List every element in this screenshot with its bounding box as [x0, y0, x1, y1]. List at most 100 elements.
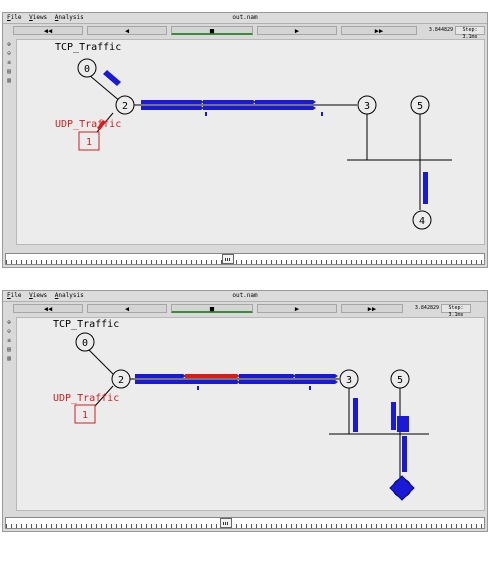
tcp-packet — [255, 100, 316, 104]
tcp-packet — [423, 172, 428, 204]
tcp-packet — [295, 374, 338, 378]
tcp-packet — [103, 70, 121, 86]
layout-icon[interactable]: ≡ — [7, 59, 11, 66]
zoom-sidebar: ⊕ ⊖ ≡ ▤ ▥ — [5, 319, 13, 364]
tcp-packet — [239, 380, 338, 384]
link-0-2 — [88, 74, 122, 103]
udp-agent-label: UDP_Traffic — [55, 119, 121, 130]
tcp-packet — [141, 106, 204, 110]
node-5[interactable] — [390, 369, 410, 389]
window-title: out.nam — [232, 14, 258, 21]
step-slider[interactable]: Step: 3.1ms — [441, 304, 471, 318]
layout-icon[interactable]: ≡ — [7, 337, 11, 344]
topology-svg: 0 2 1 3 5 4 TCP_Traffic UDP_Traffic — [53, 319, 429, 501]
zoom-in-icon[interactable]: ⊕ — [7, 41, 11, 48]
play-button[interactable]: ▶ — [257, 304, 337, 313]
node-2[interactable] — [115, 95, 135, 115]
sim-time-readout: 3.844829 — [428, 27, 453, 33]
network-canvas[interactable]: 0 2 1 3 5 4 TCP_Traffic UDP_Traffic — [16, 317, 485, 511]
step-slider[interactable]: Step: 3.1ms — [455, 26, 485, 40]
menu-analysis[interactable]: Analysis — [54, 292, 84, 299]
node-1[interactable] — [74, 404, 96, 424]
options-icon[interactable]: ▥ — [7, 77, 11, 84]
zoom-out-icon[interactable]: ⊖ — [7, 50, 11, 57]
tcp-packet — [135, 374, 186, 378]
tcp-packet — [402, 436, 407, 472]
fast-forward-button[interactable]: ▶▶ — [341, 304, 403, 313]
node-4-label: 4 — [399, 484, 405, 495]
node-4-packet-burst — [389, 475, 415, 501]
menu-analysis[interactable]: Analysis — [54, 14, 84, 21]
window-title: out.nam — [232, 292, 258, 299]
node-5-label: 5 — [417, 101, 423, 112]
tcp-packet — [353, 398, 358, 432]
link-1-2 — [94, 385, 114, 407]
node-1-label: 1 — [82, 410, 88, 421]
ack-packet — [309, 386, 311, 390]
udp-packet — [185, 374, 240, 378]
node-5[interactable] — [410, 95, 430, 115]
tcp-packet — [391, 402, 396, 430]
udp-packet — [97, 120, 106, 130]
node-5-label: 5 — [397, 375, 403, 386]
node-0[interactable] — [77, 58, 97, 78]
menu-file[interactable]: File — [7, 14, 22, 21]
node-1[interactable] — [78, 131, 100, 151]
menu-views[interactable]: Views — [29, 14, 48, 21]
node-2-label: 2 — [118, 375, 124, 386]
menu-views[interactable]: Views — [29, 292, 48, 299]
node-4-label: 4 — [419, 216, 425, 227]
playback-toolbar: ◀◀ ◀ ■ ▶ ▶▶ 3.844829 Step: 3.1ms — [3, 24, 487, 40]
step-back-button[interactable]: ◀ — [87, 26, 167, 35]
playback-toolbar: ◀◀ ◀ ■ ▶ ▶▶ 3.842829 Step: 3.1ms — [3, 302, 487, 318]
node-3[interactable] — [339, 369, 359, 389]
node-0[interactable] — [75, 332, 95, 352]
node-0-label: 0 — [84, 64, 90, 75]
tcp-packet — [239, 374, 296, 378]
options-icon[interactable]: ▥ — [7, 355, 11, 362]
grid-icon[interactable]: ▤ — [7, 68, 11, 75]
menu-bar: File Views Analysis out.nam — [3, 13, 487, 24]
node-4[interactable] — [412, 210, 432, 230]
node-1-label: 1 — [86, 137, 92, 148]
rewind-button[interactable]: ◀◀ — [13, 304, 83, 313]
tcp-packet — [203, 100, 256, 104]
ack-packet — [197, 386, 199, 390]
stop-button[interactable]: ■ — [171, 304, 253, 313]
stop-button[interactable]: ■ — [171, 26, 253, 35]
sim-time-readout: 3.842829 — [414, 305, 439, 311]
nam-window-top: File Views Analysis out.nam ◀◀ ◀ ■ ▶ ▶▶ … — [2, 12, 488, 268]
fast-forward-button[interactable]: ▶▶ — [341, 26, 417, 35]
tcp-agent-label: TCP_Traffic — [55, 42, 121, 53]
timeline-bar[interactable] — [5, 253, 485, 265]
node-3-label: 3 — [364, 101, 370, 112]
topology-svg: 0 2 1 3 5 4 TCP_Traffic UDP_Traffic — [55, 42, 452, 230]
node-2-label: 2 — [122, 101, 128, 112]
tcp-packet — [141, 100, 204, 104]
node-0-label: 0 — [82, 338, 88, 349]
ack-packet — [321, 112, 323, 116]
link-0-2 — [86, 347, 116, 377]
udp-agent-label: UDP_Traffic — [53, 393, 119, 404]
step-back-button[interactable]: ◀ — [87, 304, 167, 313]
rewind-button[interactable]: ◀◀ — [13, 26, 83, 35]
tcp-packet — [135, 380, 240, 384]
node-3-label: 3 — [346, 375, 352, 386]
time-slider-handle[interactable] — [220, 518, 232, 528]
timeline-bar[interactable] — [5, 517, 485, 529]
menu-file[interactable]: File — [7, 292, 22, 299]
tcp-agent-label: TCP_Traffic — [53, 319, 119, 330]
time-slider-handle[interactable] — [222, 254, 234, 264]
zoom-in-icon[interactable]: ⊕ — [7, 319, 11, 326]
tcp-packet — [397, 416, 409, 432]
zoom-out-icon[interactable]: ⊖ — [7, 328, 11, 335]
zoom-sidebar: ⊕ ⊖ ≡ ▤ ▥ — [5, 41, 13, 86]
ack-packet — [205, 112, 207, 116]
nam-window-bottom: File Views Analysis out.nam ◀◀ ◀ ■ ▶ ▶▶ … — [2, 290, 488, 532]
tcp-packet — [203, 106, 316, 110]
network-canvas[interactable]: 0 2 1 3 5 4 TCP_Traffic UDP_Traffic — [16, 39, 485, 245]
play-button[interactable]: ▶ — [257, 26, 337, 35]
node-2[interactable] — [111, 369, 131, 389]
node-3[interactable] — [357, 95, 377, 115]
grid-icon[interactable]: ▤ — [7, 346, 11, 353]
